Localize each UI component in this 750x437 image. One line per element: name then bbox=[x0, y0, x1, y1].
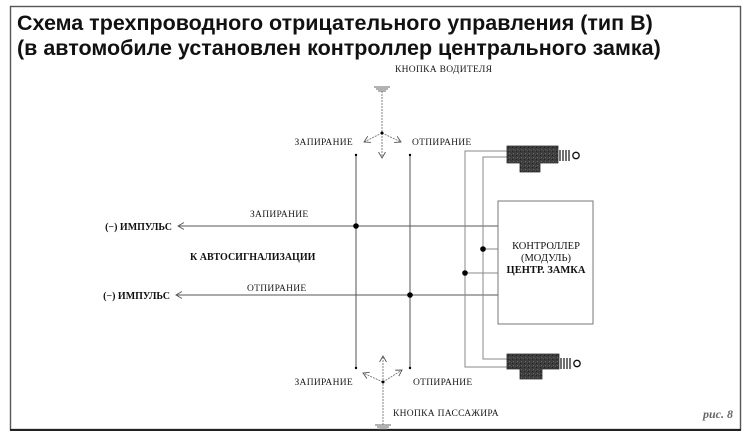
door-actuator-top bbox=[506, 145, 580, 173]
actuator-rod-eye-icon bbox=[573, 359, 581, 368]
actuator-rod-eye-icon bbox=[572, 151, 580, 160]
controller-line-1: КОНТРОЛЛЕР bbox=[512, 241, 580, 252]
unlock-junction-dot bbox=[407, 292, 413, 298]
actuator-spring-icon bbox=[559, 150, 570, 161]
driver-lock-label: ЗАПИРАНИЕ bbox=[295, 138, 354, 148]
controller-box bbox=[497, 200, 594, 325]
actuator-body bbox=[506, 353, 560, 380]
alarm-unlock-pulse-label: (−) ИМПУЛЬС bbox=[103, 291, 170, 302]
central-lock-controller: КОНТРОЛЛЕР (МОДУЛЬ) ЦЕНТР. ЗАМКА bbox=[497, 200, 594, 325]
driver-unlock-label: ОТПИРАНИЕ bbox=[412, 138, 472, 148]
passenger-unlock-arrow bbox=[382, 370, 402, 383]
alarm-lock-wire-label: ЗАПИРАНИЕ bbox=[250, 210, 309, 220]
passenger-ground-icon bbox=[375, 424, 391, 430]
controller-line-2: (МОДУЛЬ) bbox=[521, 253, 572, 264]
driver-lock-arrow bbox=[364, 132, 383, 142]
passenger-lock-arrow bbox=[363, 373, 384, 383]
alarm-unlock-wire-label: ОТПИРАНИЕ bbox=[247, 284, 307, 294]
driver-ground-icon bbox=[374, 86, 390, 92]
passenger-button: КНОПКА ПАССАЖИРА ЗАПИРАНИЕ ОТПИРАНИЕ bbox=[295, 356, 499, 430]
passenger-unlock-label: ОТПИРАНИЕ bbox=[413, 378, 473, 388]
actuator-body bbox=[506, 145, 559, 173]
driver-pivot-dot bbox=[380, 131, 384, 135]
door-actuator-bottom bbox=[506, 353, 581, 380]
alarm-label: К АВТОСИГНАЛИЗАЦИИ bbox=[190, 252, 316, 263]
passenger-pivot-dot bbox=[381, 380, 385, 384]
figure-label: рис. 8 bbox=[702, 407, 733, 421]
driver-unlock-arrow bbox=[381, 132, 401, 142]
actuator-spring-icon bbox=[560, 358, 571, 369]
outer-junction-dot bbox=[462, 270, 468, 276]
driver-button: КНОПКА ВОДИТЕЛЯ ЗАПИРАНИЕ ОТПИРАНИЕ bbox=[295, 65, 493, 158]
driver-button-label: КНОПКА ВОДИТЕЛЯ bbox=[395, 65, 493, 75]
controller-line-3: ЦЕНТР. ЗАМКА bbox=[507, 265, 586, 276]
lock-junction-dot bbox=[353, 223, 359, 229]
unlock-bus-bottom-end bbox=[408, 366, 412, 370]
passenger-lock-label: ЗАПИРАНИЕ bbox=[295, 378, 354, 388]
actuator-wire-outer bbox=[464, 150, 507, 368]
lock-bus-bottom-end bbox=[354, 366, 358, 370]
unlock-bus-top-end bbox=[408, 153, 412, 157]
lock-bus-top-end bbox=[354, 153, 358, 157]
diagram-frame bbox=[9, 5, 742, 431]
inner-junction-dot bbox=[480, 246, 486, 252]
title-line-2: (в автомобиле установлен контроллер цент… bbox=[17, 36, 661, 60]
passenger-button-label: КНОПКА ПАССАЖИРА bbox=[393, 409, 499, 419]
alarm-lock-pulse-label: (−) ИМПУЛЬС bbox=[105, 222, 172, 233]
title-line-1: Схема трехпроводного отрицательного упра… bbox=[17, 11, 653, 35]
actuator-wire-inner bbox=[482, 156, 507, 360]
